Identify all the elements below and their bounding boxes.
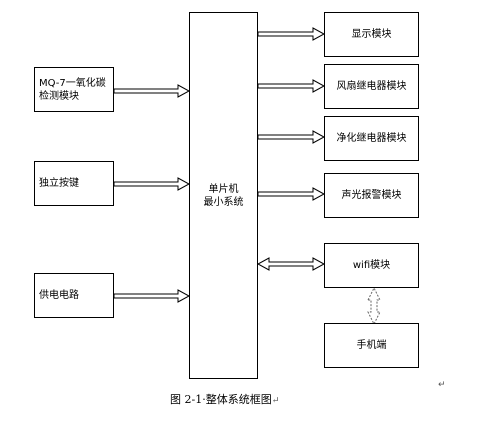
arrow-mcu-to-purify xyxy=(257,130,326,144)
mq7-block: MQ-7一氧化碳 检测模块 xyxy=(34,67,114,112)
purify-block: 净化继电器模块 xyxy=(324,116,419,161)
mq7-label: MQ-7一氧化碳 检测模块 xyxy=(39,77,106,102)
paragraph-mark: ↵ xyxy=(271,396,280,406)
corner-mark: ↵ xyxy=(438,380,446,390)
arrow-mcu-to-alarm xyxy=(257,187,326,201)
mcu-block: 单片机 最小系统 xyxy=(189,12,258,379)
figure-caption: 图 2-1·整体系统框图↵ xyxy=(170,391,279,407)
phone-block: 手机端 xyxy=(324,323,419,368)
purify-label: 净化继电器模块 xyxy=(336,133,407,144)
wifi-block: wifi模块 xyxy=(324,243,419,288)
arrow-mcu-to-fan xyxy=(257,79,326,93)
arrow-mcu-to-display xyxy=(257,27,326,41)
display-label: 显示模块 xyxy=(351,29,392,40)
wifi-label: wifi模块 xyxy=(352,260,391,271)
arrow-keys-to-mcu xyxy=(113,177,191,191)
arrow-power-to-mcu xyxy=(113,289,191,303)
arrow-mq7-to-mcu xyxy=(113,84,191,98)
power-block: 供电电路 xyxy=(34,273,114,318)
alarm-label: 声光报警模块 xyxy=(341,190,402,201)
alarm-block: 声光报警模块 xyxy=(324,173,419,218)
power-label: 供电电路 xyxy=(39,290,79,301)
fan-block: 风扇继电器模块 xyxy=(324,64,419,109)
display-block: 显示模块 xyxy=(324,12,419,57)
mcu-label: 单片机 最小系统 xyxy=(203,183,244,208)
arrow-mcu-wifi-bidirectional xyxy=(256,257,326,271)
arrow-wifi-phone-dotted xyxy=(367,286,381,326)
phone-label: 手机端 xyxy=(356,340,387,351)
keys-block: 独立按键 xyxy=(34,161,114,206)
keys-label: 独立按键 xyxy=(39,178,79,189)
fan-label: 风扇继电器模块 xyxy=(336,81,407,92)
caption-text: 图 2-1·整体系统框图 xyxy=(170,393,272,406)
